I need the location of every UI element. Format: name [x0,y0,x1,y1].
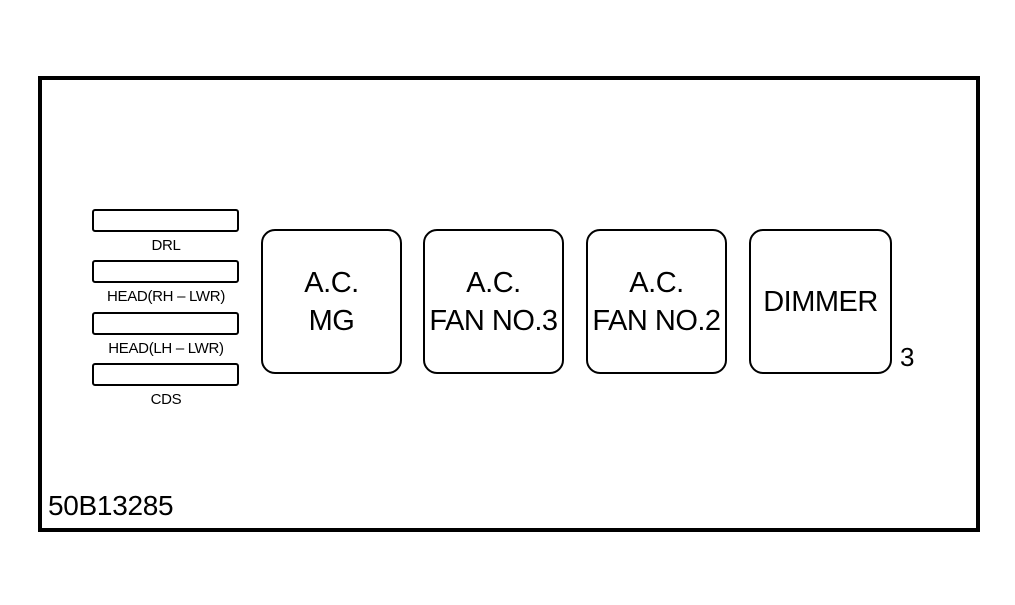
relay-ac-mg-line1: A.C. [304,266,359,299]
fuse-label-head-lh-lwr: HEAD(LH – LWR) [108,340,224,357]
fuse-cds [92,363,239,386]
figure-code: 50B13285 [48,490,174,521]
relay-ac-fan-no2-line1: A.C. [629,266,684,299]
relay-dimmer-line1: DIMMER [763,285,878,318]
relay-ac-fan-no3-line2: FAN NO.3 [429,304,558,337]
fuse-label-cds: CDS [150,391,182,408]
relay-ac-fan-no3: A.C. FAN NO.3 [423,229,564,374]
relay-dimmer: DIMMER [749,229,892,374]
fuse-label-head-rh-lwr: HEAD(RH – LWR) [106,288,226,305]
relay-ac-mg-line2: MG [308,304,355,337]
diagram-frame [38,76,980,532]
relay-ac-fan-no2-line2: FAN NO.2 [592,304,721,337]
relay-ac-fan-no3-line1: A.C. [466,266,521,299]
relay-ac-mg: A.C. MG [261,229,402,374]
fuse-head-rh-lwr [92,260,239,283]
block-number: 3 [900,342,915,372]
fuse-label-drl: DRL [151,237,181,254]
fuse-drl [92,209,239,232]
fuse-head-lh-lwr [92,312,239,335]
relay-ac-fan-no2: A.C. FAN NO.2 [586,229,727,374]
